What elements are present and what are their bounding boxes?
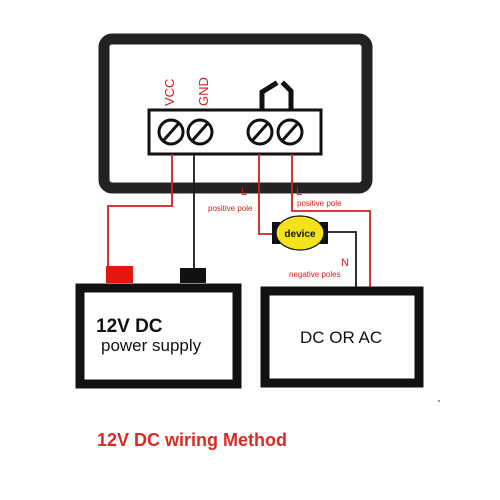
screw-terminal-gnd xyxy=(186,118,214,146)
decorative-dot xyxy=(437,399,441,403)
wire-relay-l-right xyxy=(291,154,371,287)
device-component: device xyxy=(272,215,328,251)
wire-vcc xyxy=(107,154,173,266)
power-supply-negative-terminal xyxy=(180,268,206,283)
diagram-caption: 12V DC wiring Method xyxy=(97,430,287,450)
label-negative-poles: negative poles xyxy=(289,270,341,279)
wire-relay-l-left xyxy=(258,154,277,235)
label-positive-pole-right: positive pole xyxy=(297,199,342,208)
relay-contact-symbol xyxy=(259,80,294,111)
vcc-label: VCC xyxy=(162,79,177,106)
screw-terminal-relay-1 xyxy=(246,118,274,146)
load-box xyxy=(260,286,424,388)
load-box-label: DC OR AC xyxy=(300,328,382,347)
label-positive-pole-left: positive pole xyxy=(208,204,253,213)
power-supply-line1: 12V DC xyxy=(96,316,163,337)
label-l-left: L xyxy=(241,186,247,198)
power-supply-box xyxy=(75,283,242,389)
label-n: N xyxy=(341,257,349,269)
device-label: device xyxy=(284,229,316,240)
screw-terminal-vcc xyxy=(157,118,185,146)
screw-terminal-relay-2 xyxy=(276,118,304,146)
label-l-right: L xyxy=(296,186,302,198)
power-supply-positive-terminal xyxy=(106,266,133,283)
wire-neutral xyxy=(324,231,357,287)
power-supply-line2: power supply xyxy=(101,336,202,355)
gnd-label: GND xyxy=(196,77,211,106)
